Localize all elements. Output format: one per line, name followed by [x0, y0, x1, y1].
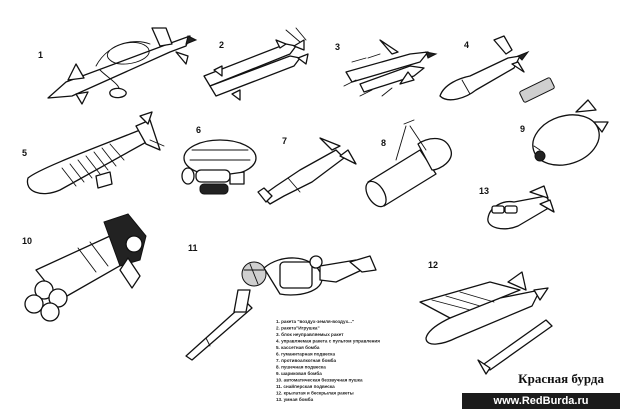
legend-item-5: 5. кассетная бомба: [276, 344, 320, 350]
item-number-10: 10: [22, 236, 32, 246]
legend-item-2: 2. ракета"Игрушка": [276, 326, 320, 331]
item-6-illustration: 6: [181, 125, 257, 195]
legend-item-9: 9. шариковая бомба: [276, 370, 322, 376]
item-number-2: 2: [219, 40, 224, 50]
legend-item-10: 10. автоматическая беззвучная пушка: [276, 377, 363, 383]
legend-item-3: 3. блок неуправляемых ракет: [276, 331, 344, 337]
item-number-4: 4: [464, 40, 469, 50]
legend-item-12: 12. крылатая и бескрылая ракеты: [276, 390, 354, 396]
item-number-13: 13: [479, 186, 489, 196]
item-number-1: 1: [38, 50, 43, 60]
item-number-9: 9: [520, 124, 525, 134]
legend-item-13: 13. умная бомба: [276, 396, 314, 402]
legend-item-1: 1. ракета "воздух-земля-воздух...": [276, 319, 354, 324]
item-10-illustration: 10: [22, 213, 147, 322]
item-9-illustration: 9: [520, 99, 609, 166]
item-13-illustration: 13: [479, 185, 555, 230]
item-11-illustration: 11: [185, 243, 377, 361]
item-4-illustration: 4: [439, 35, 555, 103]
brand-url[interactable]: www.RedBurda.ru: [462, 393, 620, 409]
item-number-11: 11: [188, 243, 198, 253]
item-12-illustration: 12: [419, 260, 553, 375]
item-3-illustration: 3: [335, 39, 438, 97]
item-8-illustration: 8: [365, 119, 452, 208]
legend-list: 1. ракета "воздух-земля-воздух..." 2. ра…: [276, 319, 380, 402]
item-5-illustration: 5: [22, 111, 165, 195]
item-number-8: 8: [381, 138, 386, 148]
item-number-3: 3: [335, 42, 340, 52]
item-number-5: 5: [22, 148, 27, 158]
item-1-illustration: 1: [38, 27, 198, 105]
item-number-12: 12: [428, 260, 438, 270]
item-7-illustration: 7: [257, 136, 357, 205]
brand-title: Красная бурда: [518, 371, 604, 386]
legend-item-8: 8. пушечная подвеска: [276, 365, 326, 370]
legend-item-6: 6. гуманитарная подвеска: [276, 352, 335, 357]
legend-item-4: 4. управляемая ракета с пультом управлен…: [276, 339, 380, 344]
legend-item-11: 11. снайперская подвеска: [276, 383, 335, 389]
legend-item-7: 7. противоалкогная бомба: [276, 357, 336, 363]
item-number-7: 7: [282, 136, 287, 146]
item-number-6: 6: [196, 125, 201, 135]
item-2-illustration: 2: [203, 27, 309, 101]
